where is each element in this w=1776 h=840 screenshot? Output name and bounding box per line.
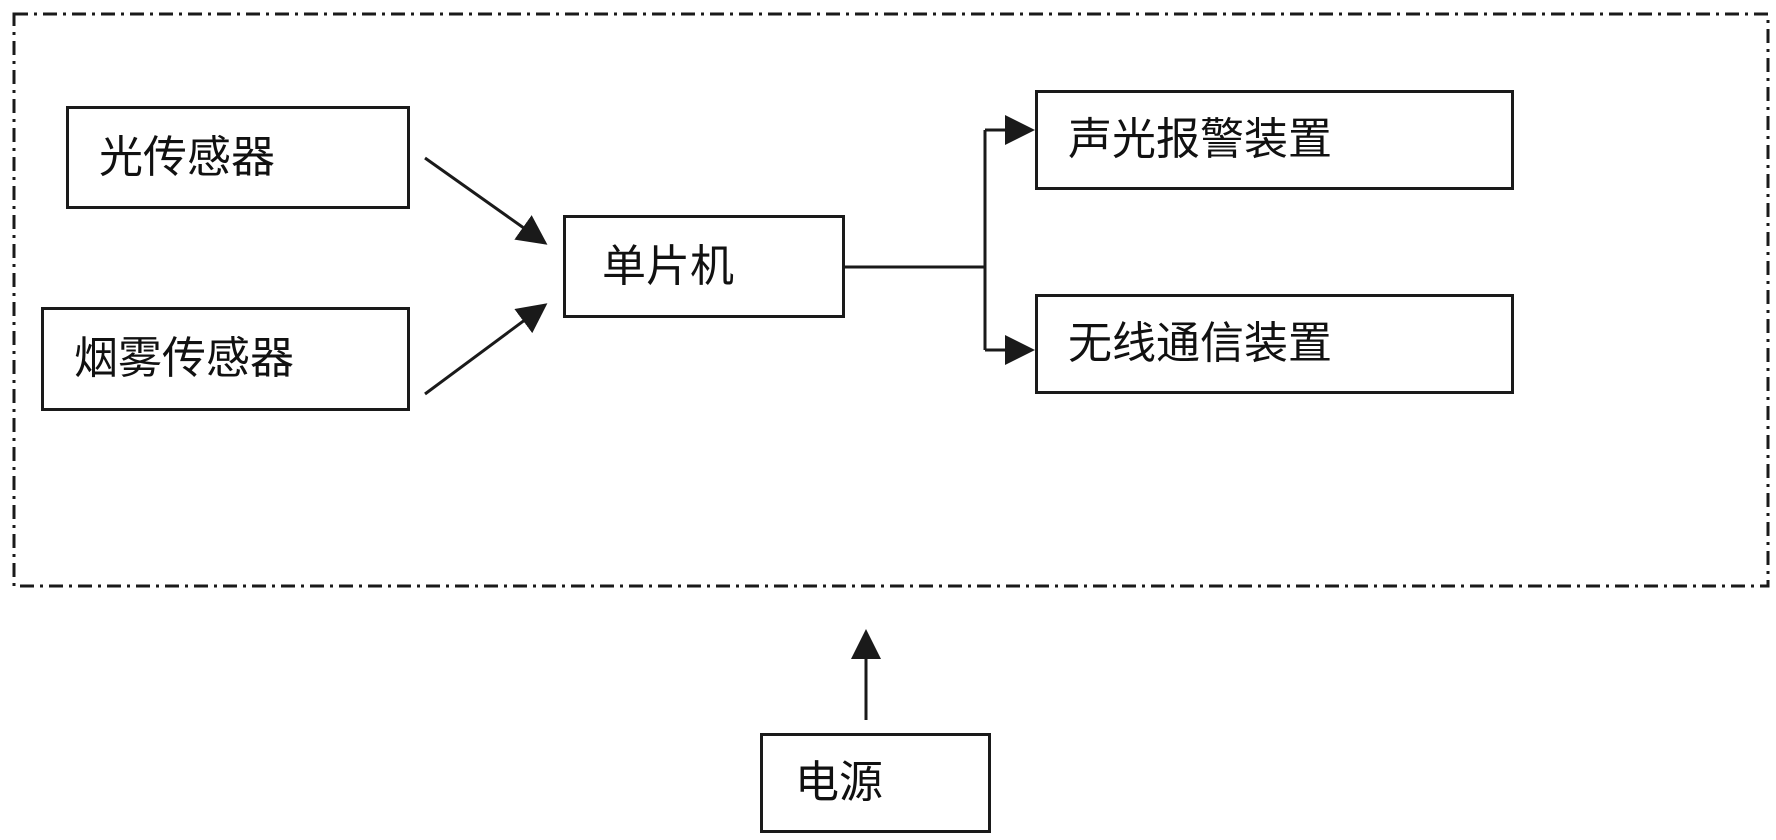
light-sensor-node: 光传感器 xyxy=(66,106,410,209)
power-label: 电源 xyxy=(795,761,883,805)
mcu-label: 单片机 xyxy=(602,245,734,289)
edge-light-to-mcu xyxy=(425,158,545,243)
smoke-sensor-label: 烟雾传感器 xyxy=(74,337,294,381)
wireless-device-label: 无线通信装置 xyxy=(1068,322,1332,366)
wireless-device-node: 无线通信装置 xyxy=(1035,294,1514,394)
alarm-device-node: 声光报警装置 xyxy=(1035,90,1514,190)
smoke-sensor-node: 烟雾传感器 xyxy=(41,307,410,411)
alarm-device-label: 声光报警装置 xyxy=(1068,118,1332,162)
edge-smoke-to-mcu xyxy=(425,305,545,394)
mcu-node: 单片机 xyxy=(563,215,845,318)
light-sensor-label: 光传感器 xyxy=(99,136,275,180)
power-node: 电源 xyxy=(760,733,991,833)
